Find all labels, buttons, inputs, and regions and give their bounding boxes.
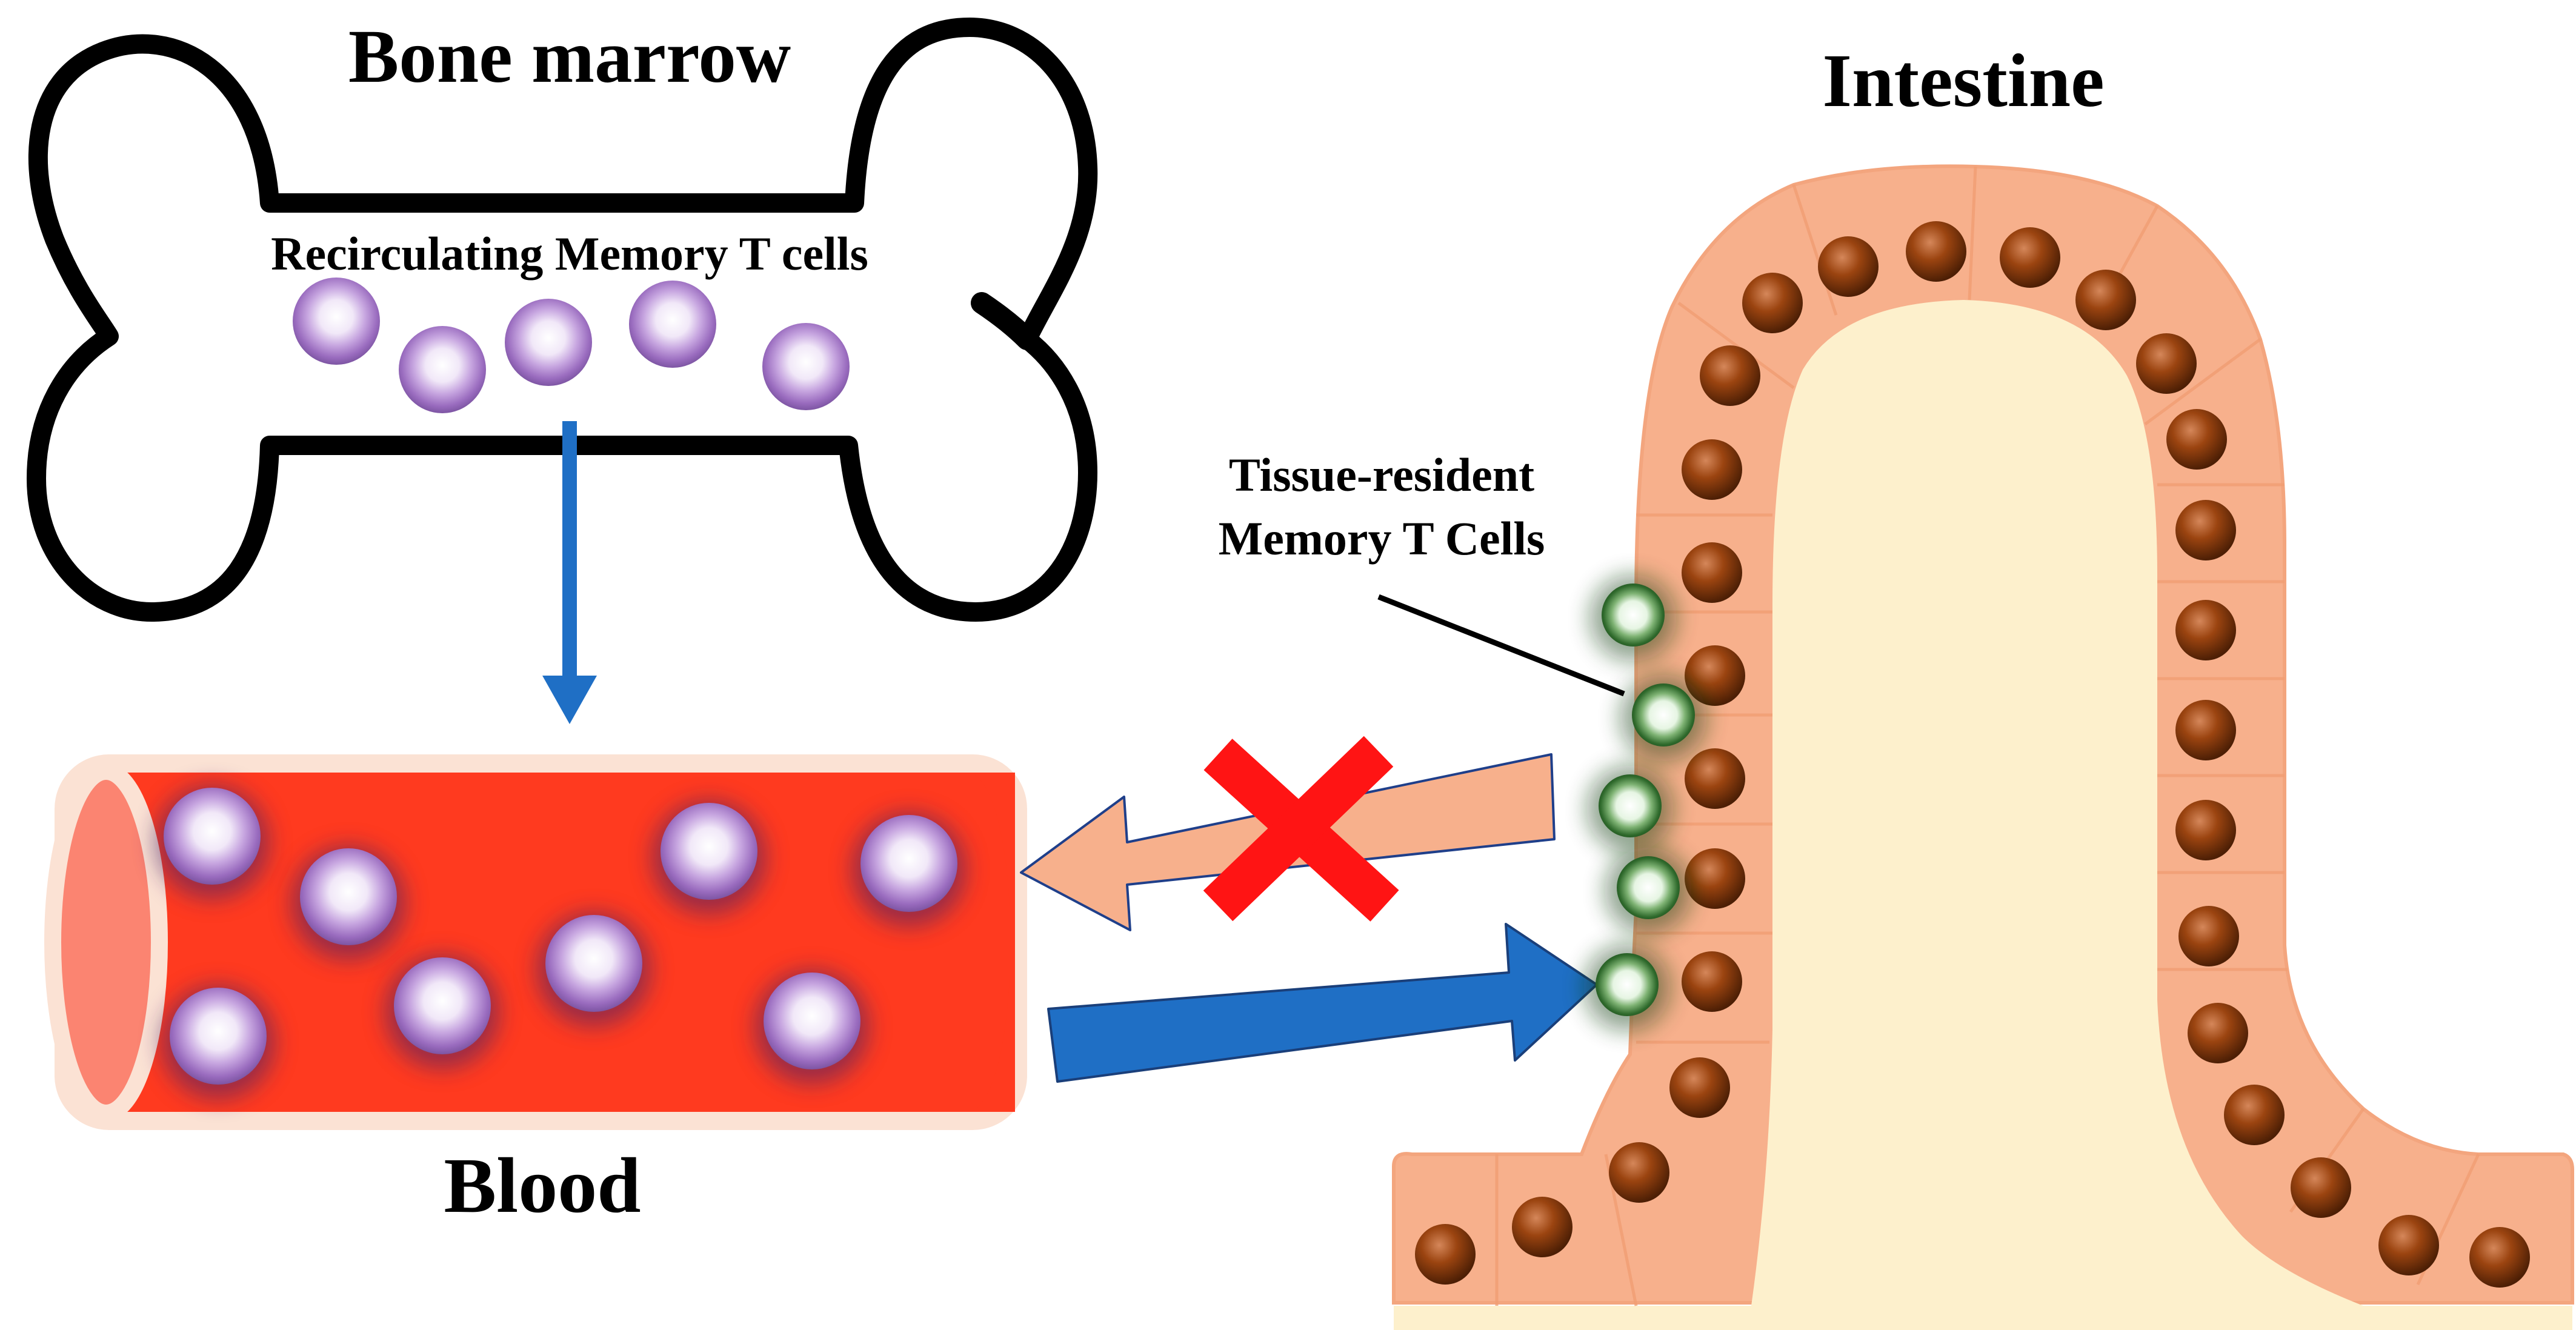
memory-t-cell bbox=[399, 326, 486, 413]
memory-t-cell bbox=[536, 912, 651, 1027]
trm-label-line2: Memory T Cells bbox=[1219, 512, 1545, 565]
bone-memory-cells bbox=[293, 278, 850, 413]
nucleus bbox=[2136, 333, 2197, 394]
memory-t-cell bbox=[155, 785, 270, 900]
recirculating-label: Recirculating Memory T cells bbox=[271, 227, 868, 280]
nucleus bbox=[2291, 1157, 2351, 1218]
nucleus bbox=[1682, 542, 1742, 603]
nucleus bbox=[1685, 645, 1745, 706]
memory-t-cell bbox=[851, 812, 967, 927]
nucleus bbox=[1685, 848, 1745, 909]
nucleus bbox=[1818, 236, 1879, 297]
trm-label-line1: Tissue-resident bbox=[1229, 448, 1534, 501]
nucleus bbox=[1906, 221, 1966, 282]
intestine-title: Intestine bbox=[1822, 39, 2104, 123]
memory-t-cell bbox=[629, 281, 716, 368]
trm-cell bbox=[1605, 847, 1692, 934]
nucleus bbox=[2175, 700, 2236, 760]
memory-t-cell bbox=[505, 299, 592, 386]
nucleus bbox=[1685, 748, 1745, 809]
vessel-opening bbox=[44, 763, 168, 1122]
nucleus bbox=[2075, 270, 2136, 330]
nucleus bbox=[2178, 906, 2239, 966]
trm-cells bbox=[1583, 574, 1707, 1031]
nucleus bbox=[2188, 1003, 2248, 1063]
lamina-propria bbox=[1394, 300, 2572, 1330]
memory-t-cell bbox=[291, 845, 406, 960]
memory-t-cell bbox=[762, 323, 850, 410]
trm-cell bbox=[1586, 765, 1674, 853]
memory-t-cell bbox=[161, 985, 276, 1100]
blood-to-tissue-arrow bbox=[1047, 923, 1598, 1083]
intestine-group: Intestine bbox=[1219, 39, 2574, 1330]
nucleus bbox=[2175, 600, 2236, 660]
bone-marrow-title: Bone marrow bbox=[348, 15, 791, 99]
nucleus bbox=[2378, 1215, 2439, 1275]
memory-t-cell bbox=[385, 954, 500, 1069]
epithelial-nuclei bbox=[1415, 221, 2530, 1288]
nucleus bbox=[1682, 439, 1742, 500]
memory-t-cell bbox=[293, 278, 380, 365]
blood-label: Blood bbox=[444, 1142, 641, 1229]
trm-cell bbox=[1583, 944, 1671, 1031]
nucleus bbox=[2175, 800, 2236, 860]
nucleus bbox=[1742, 273, 1803, 333]
memory-t-cell bbox=[651, 800, 767, 915]
blood-vessel-group: Blood bbox=[44, 754, 1027, 1229]
red-x-icon bbox=[1203, 736, 1399, 922]
nucleus bbox=[1700, 345, 1760, 406]
bone-to-blood-arrow bbox=[542, 421, 597, 724]
nucleus bbox=[2224, 1085, 2285, 1145]
bone-notch bbox=[971, 292, 1038, 350]
trm-pointer-line bbox=[1377, 594, 1625, 697]
nucleus bbox=[1415, 1224, 1476, 1285]
nucleus bbox=[1609, 1142, 1669, 1203]
nucleus bbox=[1682, 951, 1742, 1012]
trm-cell bbox=[1620, 674, 1707, 762]
nucleus bbox=[2175, 500, 2236, 560]
nucleus bbox=[1512, 1197, 1573, 1257]
nucleus bbox=[2000, 227, 2060, 288]
nucleus bbox=[2469, 1227, 2530, 1288]
bone-marrow-group: Bone marrow Recirculating Memory T cells bbox=[27, 15, 1098, 724]
memory-t-cell bbox=[754, 969, 870, 1085]
nucleus bbox=[1669, 1057, 1730, 1118]
nucleus bbox=[2166, 409, 2227, 470]
blood-memory-cells bbox=[155, 785, 967, 1100]
trm-cell bbox=[1589, 574, 1677, 662]
